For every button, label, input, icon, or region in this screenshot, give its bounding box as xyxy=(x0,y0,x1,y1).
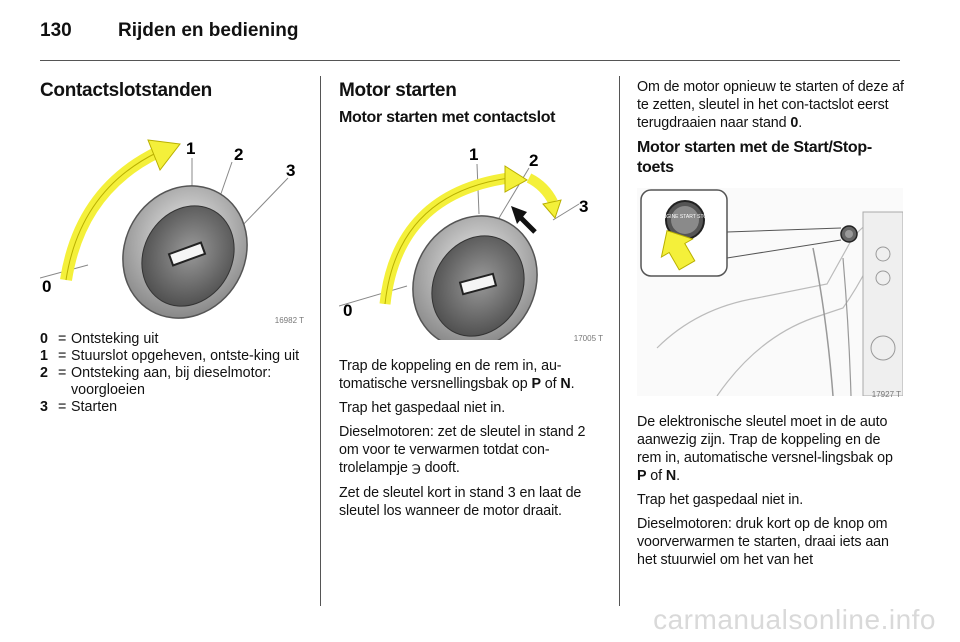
watermark: carmanualsonline.info xyxy=(653,604,936,635)
column-1: Contactslotstanden xyxy=(39,74,308,608)
subheading-ignition-start: Motor starten met contactslot xyxy=(339,109,556,126)
paragraph-start-position: Zet de sleutel kort in stand 3 en laat d… xyxy=(339,485,582,519)
subheading-start-stop-button: Motor starten met de Start/Stop-toets xyxy=(637,139,872,176)
legend-row-3: 3=Starten xyxy=(40,399,118,415)
figure-label-2: 2 xyxy=(234,145,243,164)
chapter-title: Rijden en bediening xyxy=(118,20,299,41)
paragraph-no-gas: Trap het gaspedaal niet in. xyxy=(339,400,506,416)
section-heading-ignition-positions: Contactslotstanden xyxy=(40,80,212,101)
figure-label-1: 1 xyxy=(186,139,195,158)
ignition-positions-figure: 0 1 2 3 16982 T xyxy=(39,110,308,327)
figure-label-3: 3 xyxy=(579,197,588,216)
legend-row-1: 1=Stuurslot opgeheven, ontste-king uit xyxy=(40,348,300,364)
figure-label-2: 2 xyxy=(529,151,538,170)
ignition-lock-illustration: 0 1 2 3 xyxy=(39,139,295,319)
ignition-start-illustration: 0 1 2 3 xyxy=(338,145,588,349)
figure-number: 17005 T xyxy=(573,334,603,343)
column-divider-1 xyxy=(320,76,321,606)
start-stop-figure: ENGINE START STOP 17927 T xyxy=(637,188,905,401)
figure-number: 16982 T xyxy=(274,316,304,325)
start-stop-illustration: ENGINE START STOP xyxy=(637,188,904,397)
page-header: 130 Rijden en bediening xyxy=(40,20,299,42)
header-divider xyxy=(40,60,900,61)
page-number: 130 xyxy=(40,20,72,41)
legend-row-2: 2=Ontsteking aan, bij dieselmotor: voorg… xyxy=(40,365,272,398)
ignition-start-figure: 0 1 2 3 17005 T xyxy=(338,134,607,349)
paragraph-diesel-preheat: Dieselmotoren: zet de sleutel in stand 2… xyxy=(339,424,586,476)
legend-row-0: 0=Ontsteking uit xyxy=(40,331,159,347)
paragraph-no-gas: Trap het gaspedaal niet in. xyxy=(637,492,804,508)
figure-label-0: 0 xyxy=(42,277,51,296)
column-divider-2 xyxy=(619,76,620,606)
paragraph-diesel-button: Dieselmotoren: druk kort op de knop om v… xyxy=(637,516,889,568)
column-3: Om de motor opnieuw te starten of deze a… xyxy=(637,74,905,608)
position-legend: 0=Ontsteking uit 1=Stuurslot opgeheven, … xyxy=(40,331,308,416)
figure-label-0: 0 xyxy=(343,301,352,320)
section-heading-start-engine: Motor starten xyxy=(339,80,457,101)
paragraph-electronic-key: De elektronische sleutel moet in de auto… xyxy=(637,414,893,484)
column-2: Motor starten Motor starten met contacts… xyxy=(338,74,607,608)
glow-plug-icon: ℈︎ xyxy=(411,461,421,476)
paragraph-restart: Om de motor opnieuw te starten of deze a… xyxy=(637,79,904,131)
figure-label-3: 3 xyxy=(286,161,295,180)
figure-label-1: 1 xyxy=(469,145,478,164)
engine-button-text: ENGINE START STOP xyxy=(659,214,711,220)
paragraph-clutch: Trap de koppeling en de rem in, au-tomat… xyxy=(339,358,575,392)
figure-number: 17927 T xyxy=(871,390,901,399)
